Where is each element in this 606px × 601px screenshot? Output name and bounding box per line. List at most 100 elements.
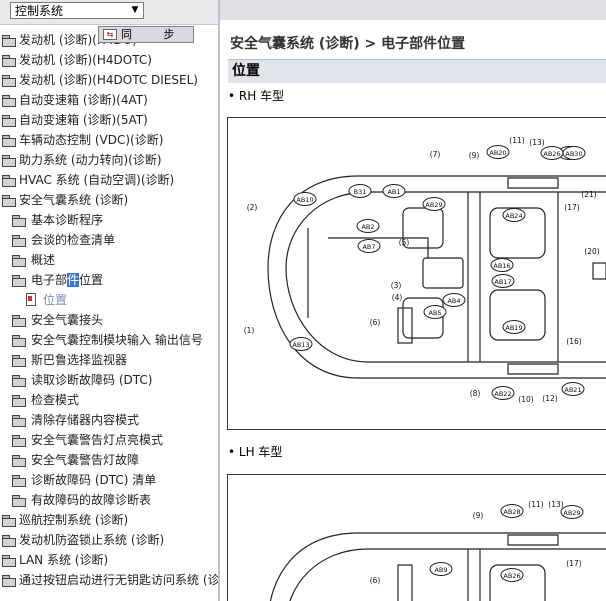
system-selector[interactable]: 控制系统 ▼ bbox=[10, 2, 144, 19]
connector-tag: AB21 bbox=[561, 382, 585, 396]
connector-tag: AB13 bbox=[289, 337, 313, 351]
svg-text:(20): (20) bbox=[584, 247, 599, 256]
connector-tag: AB20 bbox=[486, 145, 510, 159]
svg-text:AB1: AB1 bbox=[387, 188, 400, 196]
svg-text:AB5: AB5 bbox=[428, 309, 441, 317]
svg-text:(21): (21) bbox=[581, 190, 596, 199]
folder-icon bbox=[12, 235, 26, 247]
folder-icon bbox=[2, 575, 16, 587]
page-title: 安全气囊系统 (诊断) > 电子部件位置 bbox=[230, 36, 466, 52]
tree-item-label: 自动变速箱 (诊断)(5AT) bbox=[19, 113, 148, 127]
part-callout: (2) bbox=[247, 203, 258, 212]
text-selection: 件 bbox=[67, 273, 80, 287]
tree-item-label: 清除存储器内容模式 bbox=[31, 413, 140, 427]
tree-item-label: 发动机 (诊断)(H4DOTC) bbox=[19, 53, 152, 67]
connector-tag: AB5 bbox=[423, 305, 447, 319]
connector-tag: B31 bbox=[348, 184, 372, 198]
part-callout: (6) bbox=[370, 318, 381, 327]
part-callout: (3) bbox=[391, 281, 402, 290]
svg-text:AB10: AB10 bbox=[296, 196, 313, 204]
tree-item-label: 电子部件位置 bbox=[31, 273, 104, 287]
tree-item-label: 自动变速箱 (诊断)(4AT) bbox=[19, 93, 148, 107]
folder-icon bbox=[12, 355, 26, 367]
vehicle-outline bbox=[269, 532, 606, 601]
svg-text:(13): (13) bbox=[548, 500, 563, 509]
folder-icon bbox=[2, 75, 16, 87]
svg-text:AB13: AB13 bbox=[292, 341, 309, 349]
part-callout: (20) bbox=[584, 247, 599, 256]
tree-item-label: 安全气囊系统 (诊断) bbox=[19, 193, 129, 207]
vehicle-diagram-rh: (1)(2)(3)(4)(5)(6)(7)(8)(9)(10)(11)(12)(… bbox=[244, 136, 606, 404]
tree-item-label: 安全气囊警告灯点亮模式 bbox=[31, 433, 164, 447]
tree-item-label: 读取诊断故障码 (DTC) bbox=[31, 373, 153, 387]
nav-toolbar: 控制系统 ▼ bbox=[0, 0, 218, 25]
tree-item-label: 概述 bbox=[31, 253, 56, 267]
svg-text:B31: B31 bbox=[354, 188, 367, 196]
svg-text:AB9: AB9 bbox=[434, 566, 447, 574]
folder-icon bbox=[12, 495, 26, 507]
connector-tag: AB28 bbox=[500, 504, 524, 518]
folder-icon bbox=[12, 275, 26, 287]
svg-text:(16): (16) bbox=[566, 337, 581, 346]
tree-item-label: 助力系统 (动力转向)(诊断) bbox=[19, 153, 162, 167]
svg-text:(11): (11) bbox=[509, 136, 524, 145]
connector-tag: AB19 bbox=[502, 320, 526, 334]
svg-text:AB26: AB26 bbox=[543, 150, 560, 158]
tree-item-label: 会谈的检查清单 bbox=[31, 233, 116, 247]
svg-text:(7): (7) bbox=[430, 150, 441, 159]
tree-item-label: 有故障码的故障诊断表 bbox=[31, 493, 152, 507]
tree-item-label: 发动机防盗锁止系统 (诊断) bbox=[19, 533, 165, 547]
content-toolbar bbox=[220, 0, 606, 20]
svg-text:(3): (3) bbox=[391, 281, 402, 290]
part-callout: (5) bbox=[399, 238, 410, 247]
connector-tag: AB26 bbox=[500, 568, 524, 582]
folder-icon bbox=[2, 195, 16, 207]
tree-item-label: 斯巴鲁选择监视器 bbox=[31, 353, 128, 367]
part-callout: (16) bbox=[566, 337, 581, 346]
part-callout: (7) bbox=[430, 150, 441, 159]
svg-text:AB28: AB28 bbox=[503, 508, 520, 516]
svg-text:(9): (9) bbox=[469, 151, 480, 160]
folder-icon bbox=[2, 135, 16, 147]
part-callout: (10) bbox=[518, 395, 533, 404]
tree-item-label: 基本诊断程序 bbox=[31, 213, 104, 227]
svg-text:AB22: AB22 bbox=[494, 390, 511, 398]
folder-icon bbox=[12, 455, 26, 467]
content-pane: 安全气囊系统 (诊断) > 电子部件位置 位置 • RH 车型 bbox=[220, 0, 606, 601]
tree-item-label: 巡航控制系统 (诊断) bbox=[19, 513, 129, 527]
folder-icon bbox=[12, 435, 26, 447]
svg-text:AB19: AB19 bbox=[505, 324, 522, 332]
svg-text:AB2: AB2 bbox=[361, 223, 374, 231]
sync-label: 同 步 bbox=[121, 28, 189, 41]
tree-item-label: HVAC 系统 (自动空调)(诊断) bbox=[19, 173, 175, 187]
tree-item-label: 安全气囊接头 bbox=[31, 313, 104, 327]
connector-tag: AB17 bbox=[491, 274, 515, 288]
svg-text:(13): (13) bbox=[529, 138, 544, 147]
diagram-rh: (1)(2)(3)(4)(5)(6)(7)(8)(9)(10)(11)(12)(… bbox=[227, 117, 606, 430]
svg-text:(2): (2) bbox=[247, 203, 258, 212]
part-callout: (8) bbox=[470, 389, 481, 398]
part-callout: (12) bbox=[542, 394, 557, 403]
svg-text:AB4: AB4 bbox=[447, 297, 460, 305]
navigation-pane: 控制系统 ▼ 发动机 (诊断)(H4DO)发动机 (诊断)(H4DOTC)发动机… bbox=[0, 0, 218, 601]
svg-text:AB17: AB17 bbox=[494, 278, 511, 286]
document-icon bbox=[26, 293, 36, 306]
folder-icon bbox=[12, 315, 26, 327]
folder-icon bbox=[12, 395, 26, 407]
connector-tag: AB4 bbox=[442, 293, 466, 307]
connector-tag: AB24 bbox=[502, 208, 526, 222]
svg-text:(1): (1) bbox=[244, 326, 255, 335]
svg-text:AB16: AB16 bbox=[493, 262, 510, 270]
pane-splitter[interactable] bbox=[218, 0, 220, 601]
svg-text:AB26: AB26 bbox=[503, 572, 520, 580]
connector-tag: AB30 bbox=[562, 146, 586, 160]
chevron-down-icon[interactable]: ▼ bbox=[131, 5, 139, 15]
part-callout: (13) bbox=[548, 500, 563, 509]
svg-text:(17): (17) bbox=[566, 559, 581, 568]
folder-icon bbox=[12, 335, 26, 347]
svg-text:AB7: AB7 bbox=[362, 243, 375, 251]
svg-text:(12): (12) bbox=[542, 394, 557, 403]
sync-button[interactable]: ⇆同 步 bbox=[98, 26, 194, 43]
folder-icon bbox=[2, 155, 16, 167]
